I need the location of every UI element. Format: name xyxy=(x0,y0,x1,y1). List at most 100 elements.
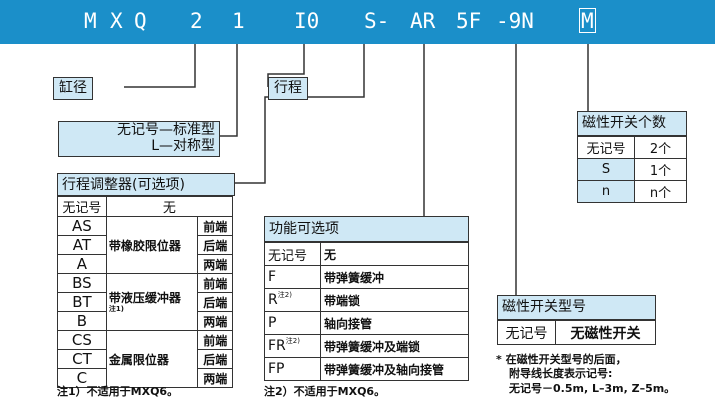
switch-note-line-2: 附导线长度表示记号: xyxy=(509,367,613,380)
table-row: F 带弹簧缓冲 xyxy=(264,265,469,289)
switch-count-code: n xyxy=(577,180,635,203)
table-row: BT 后端 xyxy=(57,292,233,312)
adjuster-code: BS xyxy=(57,273,107,293)
function-desc: 无 xyxy=(320,242,469,266)
adjuster-pos: 两端 xyxy=(197,311,233,331)
type-symmetric: L—对称型 xyxy=(151,138,215,154)
adjuster-code: AT xyxy=(57,235,107,255)
function-desc: 带弹簧缓冲及端锁 xyxy=(320,334,469,358)
code-leadwire: 5F xyxy=(456,9,482,33)
code-char-m: M xyxy=(84,9,97,33)
code-switch-count-box xyxy=(579,8,596,33)
function-desc: 带端锁 xyxy=(320,288,469,312)
code-switch-count: M xyxy=(581,9,594,33)
adjuster-code: BT xyxy=(57,292,107,312)
adjuster-note-1: 注1) xyxy=(108,305,124,313)
function-code: FP xyxy=(264,357,321,381)
type-standard: 无记号—标准型 xyxy=(117,122,215,138)
adjuster-code: CS xyxy=(57,330,107,350)
table-row: A 两端 xyxy=(57,254,233,274)
table-row: AS 带橡胶限位器 前端 xyxy=(57,216,233,274)
function-code: F xyxy=(264,265,321,289)
function-code: FR xyxy=(268,338,286,354)
function-title: 功能可选项 xyxy=(264,216,469,242)
table-row: BS 带液压缓冲器 注1) 前端 xyxy=(57,273,233,331)
adjuster-code: AS xyxy=(57,216,107,236)
adjuster-pos: 两端 xyxy=(197,254,233,274)
table-row: CT 后端 xyxy=(57,349,233,369)
table-row: AT 后端 xyxy=(57,235,233,255)
code-char-q: Q xyxy=(134,9,147,33)
adjuster-footnote: 注1）不适用于MXQ6。 xyxy=(57,385,179,398)
code-char-x: X xyxy=(110,9,123,33)
switch-count-table: 无记号 2个 S 1个 n n个 xyxy=(577,136,687,203)
adjuster-connector xyxy=(235,44,365,184)
switch-type-table: 无记号 无磁性开关 xyxy=(497,320,656,345)
table-row: 无记号 无 xyxy=(264,242,469,266)
adjuster-code: C xyxy=(57,368,107,388)
adjuster-code: A xyxy=(57,254,107,274)
table-row: FP 带弹簧缓冲及轴向接管 xyxy=(264,357,469,381)
function-footnote: 注2）不适用于MXQ6。 xyxy=(264,385,386,398)
adjuster-title: 行程调整器(可选项) xyxy=(57,173,235,196)
code-type: 1 xyxy=(232,9,245,33)
adjuster-code: CT xyxy=(57,349,107,369)
function-desc: 带弹簧缓冲及轴向接管 xyxy=(320,357,469,381)
table-row: FR注2) 带弹簧缓冲及端锁 xyxy=(264,334,469,358)
adjuster-none-code: 无记号 xyxy=(57,196,107,217)
table-row: C 两端 xyxy=(57,368,233,388)
function-code-note: 注2) xyxy=(285,337,300,345)
adjuster-pos: 后端 xyxy=(197,292,233,312)
switch-count-value: n个 xyxy=(634,180,687,203)
switch-type-title: 磁性开关型号 xyxy=(497,295,656,320)
table-row: 无记号 无磁性开关 xyxy=(497,320,656,345)
switch-count-code: 无记号 xyxy=(577,136,635,159)
switch-type-desc: 无磁性开关 xyxy=(555,320,656,345)
switch-count-title: 磁性开关个数 xyxy=(577,111,687,136)
table-row: S 1个 xyxy=(577,158,687,181)
function-code: P xyxy=(264,311,321,335)
adjuster-group-rubber: 带橡胶限位器 xyxy=(105,216,199,274)
adjuster-header-row: 无记号 无 xyxy=(57,196,234,217)
adjuster-pos: 前端 xyxy=(197,216,233,236)
adjuster-code: B xyxy=(57,311,107,331)
code-function: AR xyxy=(410,9,436,33)
switch-note-line-1: * 在磁性开关型号的后面， xyxy=(496,353,627,366)
switch-count-value: 1个 xyxy=(634,158,687,181)
adjuster-pos: 后端 xyxy=(197,235,233,255)
function-table: 无记号 无 F 带弹簧缓冲 R注2) 带端锁 P 轴向接管 FR注2) 带弹簧缓… xyxy=(264,242,469,381)
table-row: n n个 xyxy=(577,180,687,203)
function-code-note: 注2) xyxy=(277,291,292,299)
adjuster-group-hydraulic: 带液压缓冲器 注1) xyxy=(105,273,199,331)
function-code-cell: R注2) xyxy=(264,288,321,312)
function-desc: 带弹簧缓冲 xyxy=(320,265,469,289)
switch-note-line-3: 无记号－0.5m, L–3m, Z–5m。 xyxy=(509,382,676,395)
table-row: P 轴向接管 xyxy=(264,311,469,335)
switch-count-value: 2个 xyxy=(634,136,687,159)
bore-connector xyxy=(124,44,196,88)
adjuster-pos: 后端 xyxy=(197,349,233,369)
adjuster-pos: 前端 xyxy=(197,273,233,293)
table-row: CS 金属限位器 前端 xyxy=(57,330,233,388)
adjuster-pos: 两端 xyxy=(197,368,233,388)
function-code-cell: FR注2) xyxy=(264,334,321,358)
code-switch-type: -9N xyxy=(496,9,534,33)
function-code: R xyxy=(268,292,278,308)
adjuster-none-desc: 无 xyxy=(105,196,234,217)
code-bore: 2 xyxy=(190,9,203,33)
adjuster-group-metal: 金属限位器 xyxy=(105,330,199,388)
switch-count-code: S xyxy=(577,158,635,181)
type-connector xyxy=(219,44,238,137)
bore-label: 缸径 xyxy=(53,77,93,100)
function-code: 无记号 xyxy=(264,242,321,266)
table-row: R注2) 带端锁 xyxy=(264,288,469,312)
adjuster-table: 无记号 无 AS 带橡胶限位器 前端 AT 后端 A 两端 BS 带液压缓冲器 … xyxy=(57,196,234,388)
table-row: B 两端 xyxy=(57,311,233,331)
switch-type-code: 无记号 xyxy=(497,320,556,345)
code-adjuster: S- xyxy=(364,9,390,33)
adjuster-pos: 前端 xyxy=(197,330,233,350)
code-stroke: I0 xyxy=(294,9,320,33)
type-label: 无记号—标准型 L—对称型 xyxy=(58,121,220,157)
adjuster-group-hydraulic-name: 带液压缓冲器 xyxy=(108,291,181,305)
